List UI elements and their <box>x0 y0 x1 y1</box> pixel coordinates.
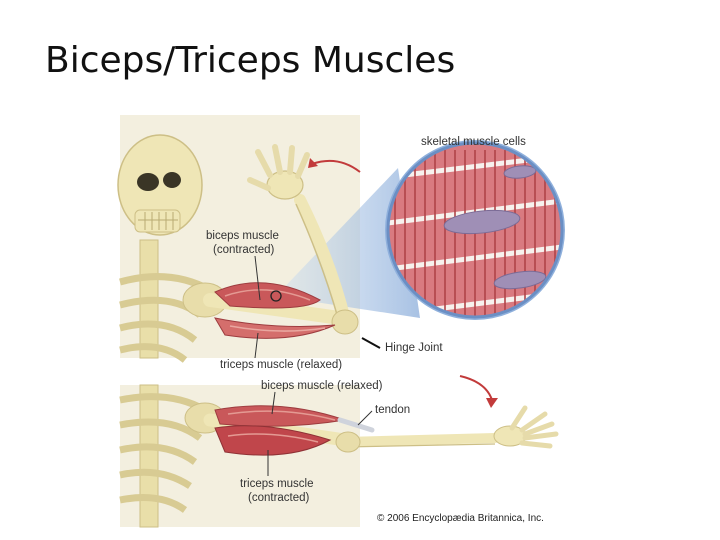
label-biceps-relaxed: biceps muscle (relaxed) <box>261 380 383 392</box>
triceps-relaxed-leader <box>254 332 259 359</box>
label-triceps-contracted-line2: (contracted) <box>248 492 310 504</box>
tendon <box>337 417 375 433</box>
label-biceps-contracted-line2: (contracted) <box>213 244 275 256</box>
label-triceps-relaxed: triceps muscle (relaxed) <box>220 359 342 371</box>
copyright-credit: © 2006 Encyclopædia Britannica, Inc. <box>377 513 544 524</box>
label-hinge-joint: Hinge Joint <box>385 342 443 354</box>
cell-nucleus <box>503 165 537 179</box>
magnify-marker <box>270 290 282 302</box>
label-triceps-contracted-line1: triceps muscle <box>240 478 314 490</box>
forearm-bones-extended <box>340 433 500 447</box>
skull <box>117 134 203 236</box>
ribcage-top <box>119 239 212 363</box>
top-arm-panel <box>117 115 420 363</box>
muscle-cells-magnified <box>385 140 565 320</box>
zoom-beam <box>276 168 420 318</box>
bottom-arm-panel <box>119 375 559 528</box>
biceps-contracted <box>214 282 321 309</box>
hand-extended <box>493 405 559 449</box>
ribcage-bottom <box>119 384 207 528</box>
hinge-joint-leader <box>361 337 381 349</box>
hand-raised <box>247 144 310 200</box>
elbow-joint <box>331 309 359 335</box>
forearm-bones-raised <box>294 194 351 326</box>
elbow-joint-lower <box>335 431 361 453</box>
cell-nucleus <box>443 209 521 235</box>
triceps-relaxed <box>214 317 336 339</box>
flexion-arrow <box>311 159 361 173</box>
striations <box>394 150 556 317</box>
tendon-leader <box>357 410 373 426</box>
biceps-contracted-leader <box>254 255 261 301</box>
label-skeletal-muscle-cells: skeletal muscle cells <box>421 136 526 148</box>
label-tendon: tendon <box>375 404 410 416</box>
triceps-contracted <box>214 425 332 456</box>
extension-arrow <box>459 375 493 401</box>
cell-nucleus <box>493 270 547 290</box>
biceps-relaxed-leader <box>271 391 276 415</box>
label-biceps-contracted-line1: biceps muscle <box>206 230 279 242</box>
slide-title: Biceps/Triceps Muscles <box>45 40 456 81</box>
